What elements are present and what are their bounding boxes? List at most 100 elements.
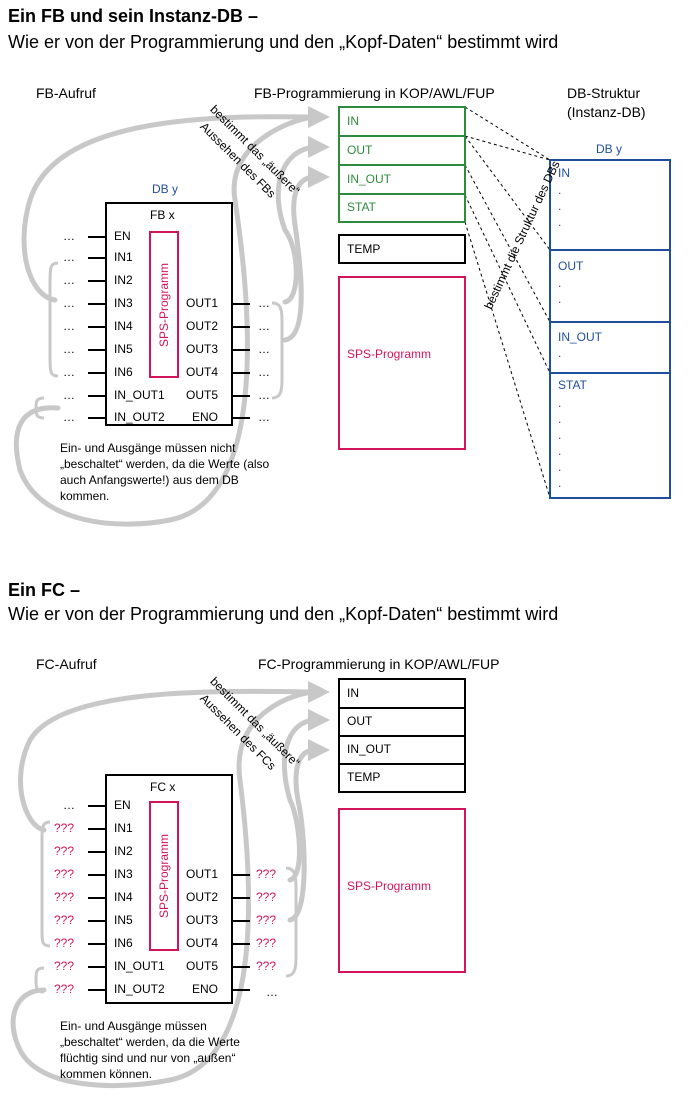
fb-output-ellipsis: … — [258, 319, 270, 333]
fc-block-graphics — [88, 774, 250, 1004]
fb-pin-in2: IN2 — [114, 273, 133, 287]
db-dot: . — [558, 292, 562, 306]
fb-pin-eno: ENO — [192, 410, 219, 424]
fb-db-structure-sublabel: (Instanz-DB) — [567, 104, 646, 120]
db-section-stat: STAT — [558, 378, 587, 392]
fc-program-area: SPS-Programm — [347, 879, 432, 893]
fb-pin-in3: IN3 — [114, 296, 133, 310]
fc-pin-out4: OUT4 — [186, 936, 219, 950]
fc-input-question: ??? — [54, 890, 75, 904]
fb-title: Ein FB und sein Instanz-DB – — [8, 6, 259, 26]
fb-decl-stat: STAT — [347, 200, 376, 214]
fb-decl-in: IN — [347, 114, 359, 128]
fb-pin-en: EN — [114, 229, 131, 243]
fb-input-ellipsis: … — [63, 296, 75, 310]
fb-output-ellipsis: … — [258, 365, 270, 379]
fb-input-ellipsis: … — [63, 319, 75, 333]
fb-decl-out: OUT — [347, 143, 373, 157]
fb-programming-label: FB-Programmierung in KOP/AWL/FUP — [254, 85, 495, 101]
fc-output-question: ??? — [256, 959, 277, 973]
fc-pin-en: EN — [114, 798, 131, 812]
db-dot: . — [558, 199, 562, 213]
fc-pin-out3: OUT3 — [186, 913, 219, 927]
fc-brackets — [34, 820, 298, 994]
fb-input-ellipsis: … — [63, 342, 75, 356]
fb-decl-temp: TEMP — [347, 242, 381, 256]
db-dot: . — [558, 476, 562, 490]
db-section-out: OUT — [558, 259, 584, 273]
fc-pin-out1: OUT1 — [186, 867, 219, 881]
fb-input-ellipsis: … — [63, 388, 75, 402]
fc-output-question: ??? — [256, 890, 277, 904]
fc-input-question: ??? — [54, 959, 75, 973]
fc-decl-boxes — [338, 678, 466, 973]
fb-pin-out1: OUT1 — [186, 296, 219, 310]
fb-block-name: FB x — [150, 208, 175, 222]
fb-pin-in-out1: IN_OUT1 — [114, 388, 165, 402]
db-dot: . — [558, 276, 562, 290]
fb-pin-in1: IN1 — [114, 250, 133, 264]
fb-rotated-program: SPS-Programm — [157, 262, 171, 348]
fb-input-ellipsis: … — [63, 229, 75, 243]
fb-gray-arrows — [13, 114, 318, 527]
fb-block-graphics — [88, 202, 250, 426]
db-section-in: IN — [558, 166, 570, 180]
fb-dashed-lines — [464, 106, 551, 499]
fc-programming-label: FC-Programmierung in KOP/AWL/FUP — [258, 656, 500, 672]
fb-db-table — [549, 159, 671, 499]
fb-input-ellipsis: … — [63, 410, 75, 424]
fc-pin-in6: IN6 — [114, 936, 133, 950]
fc-output-question: ??? — [256, 936, 277, 950]
fb-sps-program-frame — [149, 231, 179, 378]
db-dot: . — [558, 346, 562, 360]
fc-output-question: ??? — [256, 913, 277, 927]
fc-input-ellipsis: … — [63, 798, 75, 812]
fc-decl-temp: TEMP — [347, 770, 381, 784]
fc-pin-in5: IN5 — [114, 913, 133, 927]
fc-output-question: ??? — [256, 867, 277, 881]
fc-pin-eno: ENO — [192, 982, 219, 996]
fb-input-ellipsis: … — [63, 273, 75, 287]
fb-pin-out3: OUT3 — [186, 342, 219, 356]
fc-pin-in3: IN3 — [114, 867, 133, 881]
fc-pin-out5: OUT5 — [186, 959, 219, 973]
db-dot: . — [558, 428, 562, 442]
fc-input-question: ??? — [54, 844, 75, 858]
db-section-in-out: IN_OUT — [558, 330, 603, 344]
fb-pin-in5: IN5 — [114, 342, 133, 356]
fc-pin-in4: IN4 — [114, 890, 133, 904]
fc-decl-in-out: IN_OUT — [347, 742, 392, 756]
fc-input-question: ??? — [54, 913, 75, 927]
fb-pin-out2: OUT2 — [186, 319, 219, 333]
db-dot: . — [558, 412, 562, 426]
fc-subtitle: Wie er von der Programmierung und den „K… — [8, 604, 559, 624]
fc-sps-program-frame — [149, 801, 179, 951]
fb-db-structure-label: DB-Struktur — [567, 85, 641, 101]
fc-input-question: ??? — [54, 821, 75, 835]
fc-arrow-heads — [308, 681, 330, 761]
db-dot: . — [558, 460, 562, 474]
fb-output-ellipsis: … — [258, 388, 270, 402]
fb-pin-in6: IN6 — [114, 365, 133, 379]
fc-input-question: ??? — [54, 936, 75, 950]
fb-output-ellipsis: … — [258, 342, 270, 356]
fc-pin-in1: IN1 — [114, 821, 133, 835]
fb-decl-in-out: IN_OUT — [347, 172, 392, 186]
fc-title: Ein FC – — [8, 580, 81, 600]
fc-call-label: FC-Aufruf — [36, 656, 97, 672]
fb-subtitle: Wie er von der Programmierung und den „K… — [8, 32, 559, 52]
db-dot: . — [558, 183, 562, 197]
fb-brackets — [34, 261, 284, 420]
fc-input-question: ??? — [54, 867, 75, 881]
fb-db-name: DB y — [152, 182, 179, 196]
fc-output-ellipsis: … — [266, 985, 278, 999]
db-dot: . — [558, 396, 562, 410]
fc-gray-arrows — [10, 688, 318, 1089]
db-table-title: DB y — [596, 142, 623, 156]
fb-input-ellipsis: … — [63, 250, 75, 264]
fb-arrow-heads — [308, 106, 330, 188]
fb-pin-in-out2: IN_OUT2 — [114, 410, 165, 424]
fb-output-ellipsis: … — [258, 296, 270, 310]
fc-rotated-program: SPS-Programm — [157, 833, 171, 919]
